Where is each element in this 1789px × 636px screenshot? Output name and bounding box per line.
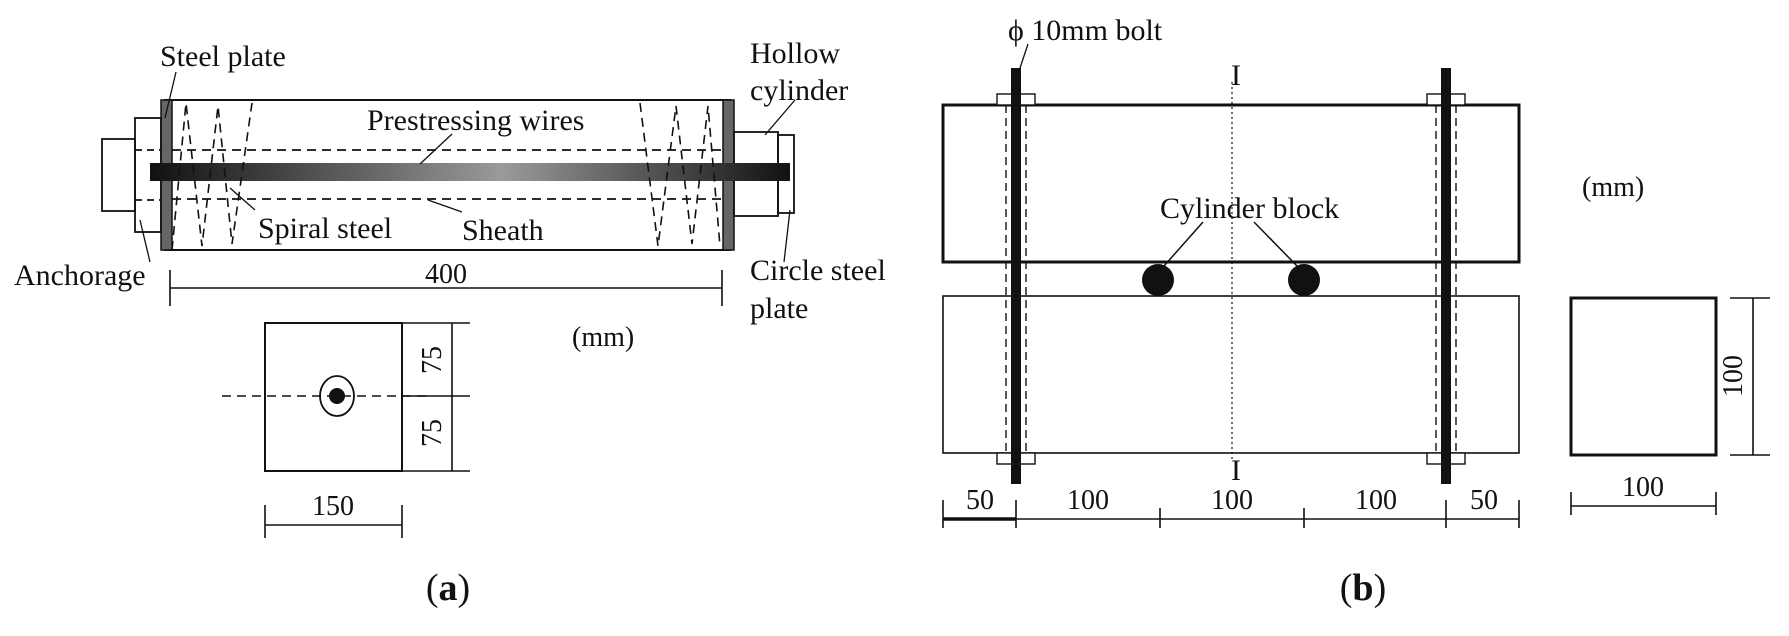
dim-75-bottom: 75: [417, 419, 448, 447]
cross-section-square: [264, 322, 403, 472]
dim-length: [169, 270, 723, 306]
label-section-bottom: I: [1231, 454, 1241, 487]
beam-top: [941, 103, 1521, 264]
prestressing-bar: [150, 163, 790, 181]
dim-b-3: 100: [1211, 485, 1253, 516]
caption-a: (a): [426, 567, 470, 609]
label-spiral-steel: Spiral steel: [258, 212, 392, 245]
leader-cylinder-right: [1253, 221, 1298, 267]
sheath-circle: [319, 375, 355, 417]
dim-b-1: 50: [966, 485, 994, 516]
leader-prestressing: [419, 133, 453, 165]
dim-b-2: 100: [1067, 485, 1109, 516]
bolt-left: [1011, 68, 1021, 484]
dim-75-top: 75: [417, 346, 448, 374]
cylinder-block-left: [1142, 264, 1174, 296]
label-cylinder-block: Cylinder block: [1160, 192, 1339, 225]
spiral-steel-left: [171, 102, 253, 251]
wire-dot: [329, 388, 345, 404]
label-section-top: I: [1231, 59, 1241, 92]
leader-cylinder-left: [1163, 221, 1204, 267]
beam-section-square: [1569, 296, 1718, 457]
label-sheath: Sheath: [462, 214, 544, 247]
dim-b-4: 100: [1355, 485, 1397, 516]
dim-width: [264, 505, 403, 538]
dim-section-width: [1570, 492, 1717, 515]
caption-b: (b): [1340, 567, 1386, 609]
label-hollow-1: Hollow: [750, 37, 840, 70]
leader-bolt: [1017, 43, 1029, 75]
leader-circle-plate: [783, 209, 791, 263]
spiral-steel-right: [639, 102, 721, 247]
washers: [996, 93, 1466, 465]
dim-b-5: 50: [1470, 485, 1498, 516]
dim-section-100-w: 100: [1622, 472, 1664, 503]
bolt-right: [1441, 68, 1451, 484]
panel-b: [941, 43, 1770, 528]
panel-a: [101, 71, 796, 538]
leader-hollow: [764, 99, 796, 136]
dim-vertical: [402, 322, 470, 472]
label-steel-plate: Steel plate: [160, 40, 286, 73]
label-circle-plate-1: Circle steel: [750, 254, 886, 287]
leader-anchorage: [139, 219, 151, 263]
label-bolt: ϕ 10mm bolt: [1008, 14, 1163, 47]
caption-a-letter: a: [439, 567, 458, 609]
cylinder-block-right: [1288, 264, 1320, 296]
leader-sheath: [427, 199, 463, 213]
leader-spiral: [229, 187, 256, 211]
leader-steel-plate: [164, 71, 177, 119]
dim-150: 150: [312, 491, 354, 522]
dim-section-100-h: 100: [1718, 355, 1749, 397]
dim-section-height: [1730, 297, 1770, 456]
dim-chain: [942, 500, 1520, 528]
caption-b-letter: b: [1352, 567, 1373, 609]
label-circle-plate-2: plate: [750, 292, 808, 325]
beam-bottom: [942, 295, 1520, 454]
bolt-holes: [1005, 105, 1457, 453]
label-hollow-2: cylinder: [750, 74, 848, 107]
label-anchorage: Anchorage: [14, 259, 146, 292]
label-prestressing-wires: Prestressing wires: [367, 104, 584, 137]
dim-400: 400: [425, 259, 467, 290]
label-units-a: (mm): [572, 322, 634, 353]
label-units-b: (mm): [1582, 172, 1644, 203]
